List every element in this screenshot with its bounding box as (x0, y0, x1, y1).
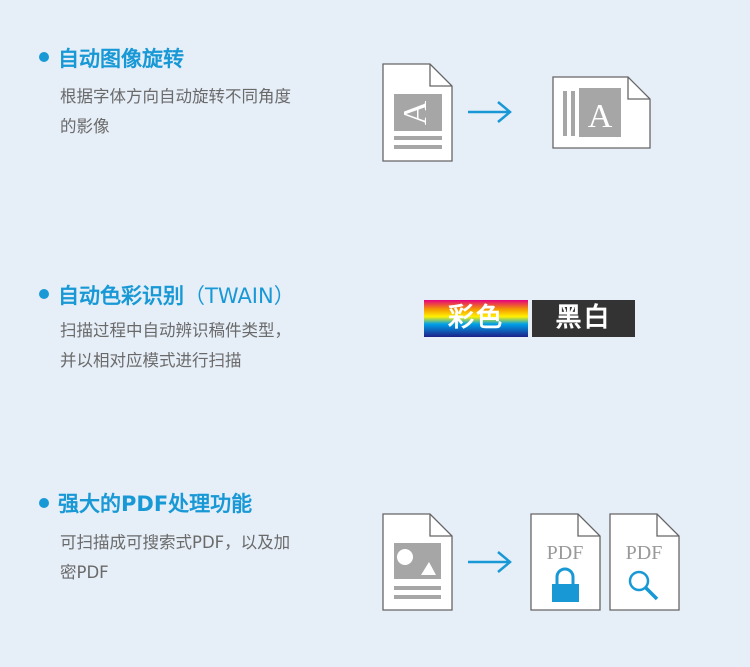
color-badge: 彩色 (424, 300, 528, 337)
desc-line: 可扫描成可搜索式PDF，以及加 (60, 533, 291, 552)
image-document-icon (382, 513, 453, 611)
section-title-color: 自动色彩识别（TWAIN） (58, 280, 295, 310)
svg-text:A: A (588, 98, 613, 135)
rotation-illustration: A A (382, 63, 651, 162)
desc-line: 的影像 (60, 117, 110, 136)
landscape-document-icon: A (552, 76, 651, 149)
arrow-right-icon (468, 101, 512, 123)
svg-text:A: A (397, 100, 434, 125)
title-text: 自动色彩识别 (58, 284, 184, 308)
desc-line: 扫描过程中自动辨识稿件类型， (60, 321, 291, 340)
svg-text:PDF: PDF (547, 542, 584, 564)
lock-icon (555, 567, 575, 584)
section-title-rotation: 自动图像旋转 (58, 47, 184, 71)
magnifier-icon (628, 570, 650, 592)
bullet-dot (39, 498, 49, 508)
searchable-pdf-icon: PDF (609, 513, 680, 611)
title-suffix: （TWAIN） (184, 284, 295, 308)
bullet-dot (39, 289, 49, 299)
bw-badge: 黑白 (532, 300, 635, 337)
section-desc-pdf: 可扫描成可搜索式PDF，以及加 密PDF (60, 528, 360, 588)
desc-line: 密PDF (60, 563, 109, 582)
pdf-illustration: PDF PDF (382, 513, 680, 611)
arrow-right-icon (468, 551, 512, 573)
portrait-document-icon: A (382, 63, 453, 162)
desc-line: 根据字体方向自动旋转不同角度 (60, 87, 291, 106)
encrypted-pdf-icon: PDF (530, 513, 601, 611)
section-desc-color: 扫描过程中自动辨识稿件类型， 并以相对应模式进行扫描 (60, 316, 360, 376)
section-title-pdf: 强大的PDF处理功能 (58, 492, 253, 516)
section-desc-rotation: 根据字体方向自动旋转不同角度 的影像 (60, 82, 360, 142)
bullet-dot (39, 52, 49, 62)
desc-line: 并以相对应模式进行扫描 (60, 351, 242, 370)
svg-text:PDF: PDF (626, 542, 663, 564)
